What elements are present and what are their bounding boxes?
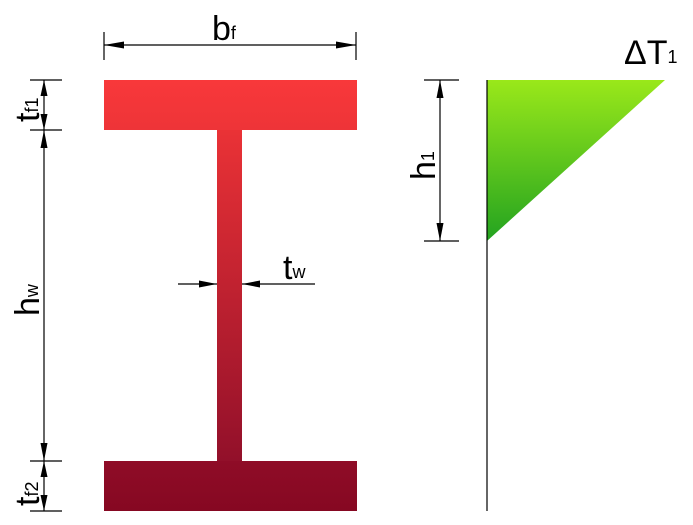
temperature-triangle: [487, 80, 665, 241]
flange-width-dimension: bf: [103, 10, 357, 60]
top-flange-thickness-label: tf1: [9, 98, 47, 122]
arrow-right-head: [336, 41, 356, 49]
flange-width-label: bf: [212, 10, 237, 48]
temperature-gradient: h1 ΔT1: [405, 34, 678, 511]
i-beam-section: [104, 80, 357, 511]
temperature-difference-label: ΔT1: [624, 34, 678, 72]
bottom-flange-thickness-label: tf2: [9, 482, 47, 506]
top-flange: [104, 80, 357, 130]
web-thickness-label: tw: [283, 249, 306, 287]
web-thickness-dimension: tw: [178, 249, 315, 288]
arrow-left-head: [104, 41, 124, 49]
web-height-label: hw: [9, 283, 47, 316]
bottom-flange: [104, 461, 357, 511]
web: [217, 130, 242, 461]
gradient-height-label: h1: [405, 151, 443, 180]
vertical-dimensions: tf1 hw tf2: [9, 79, 62, 512]
